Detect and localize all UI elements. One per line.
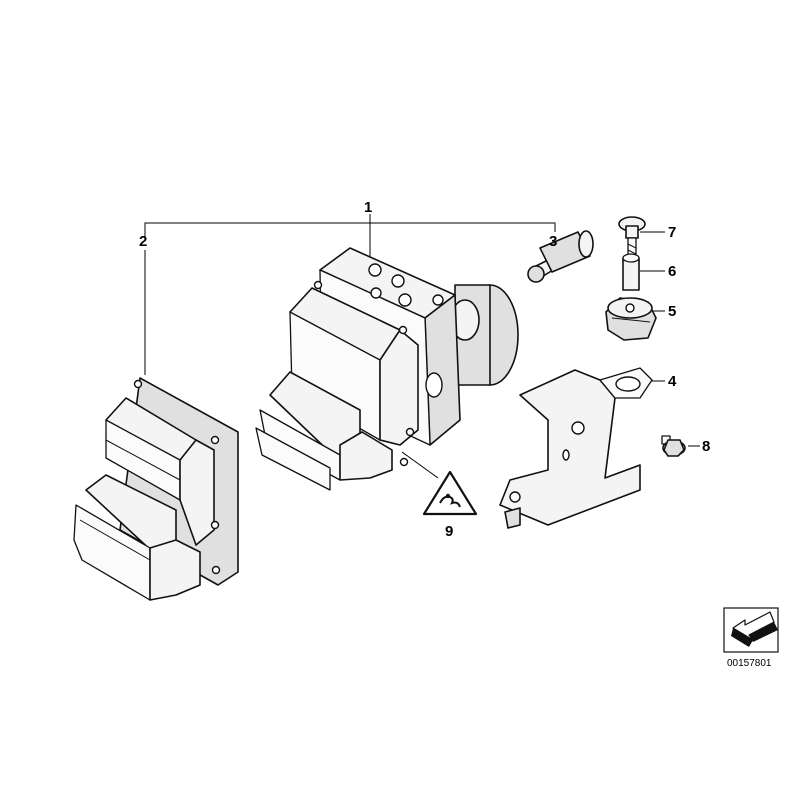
callout-6: 6 xyxy=(668,263,676,280)
callout-4: 4 xyxy=(668,373,677,390)
hydraulic-unit-drawing xyxy=(255,247,519,491)
callout-1: 1 xyxy=(364,199,372,216)
callout-7: 7 xyxy=(668,224,676,241)
pressure-sensor-drawing xyxy=(527,230,594,283)
bushing-drawing xyxy=(622,253,640,291)
bracket-drawing xyxy=(499,367,653,529)
flange-screw-drawing xyxy=(661,435,686,457)
arrow-icon xyxy=(731,611,778,647)
callout-labels: 1 2 3 4 5 6 7 8 9 xyxy=(139,199,710,540)
callout-9: 9 xyxy=(445,523,453,540)
callout-3: 3 xyxy=(549,233,557,250)
callout-8: 8 xyxy=(702,438,710,455)
callout-2: 2 xyxy=(139,233,147,250)
warning-triangle-icon xyxy=(422,470,478,516)
control-unit-drawing xyxy=(73,377,239,601)
leader-9 xyxy=(401,451,439,479)
leader-1-bracket xyxy=(144,222,556,240)
view-direction-box xyxy=(723,607,779,653)
callout-5: 5 xyxy=(668,303,676,320)
rubber-mount-drawing xyxy=(605,297,657,341)
document-number: 00157801 xyxy=(727,658,772,669)
